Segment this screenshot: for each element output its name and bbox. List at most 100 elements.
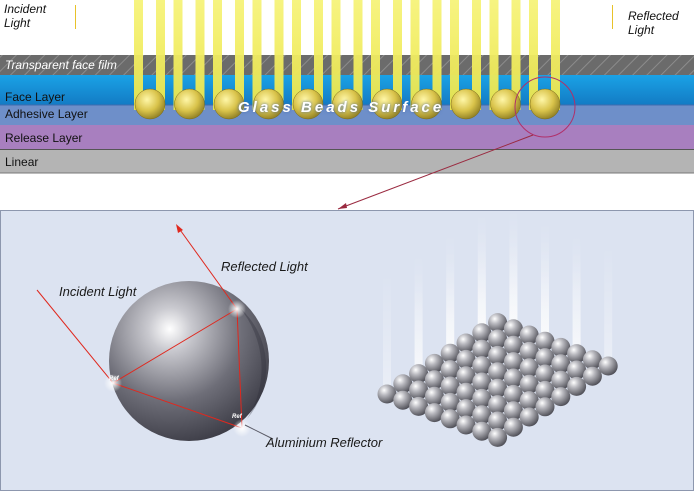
small-bead [472, 372, 492, 392]
beam-left [331, 0, 341, 110]
beam-left [213, 0, 222, 110]
glass-bead [371, 88, 403, 120]
small-bead [503, 384, 523, 404]
glass-bead [253, 88, 284, 120]
incident-light-marker [75, 5, 76, 29]
beam-left [292, 0, 301, 110]
glow-column [604, 246, 613, 364]
beam-right [274, 0, 284, 110]
glass-bead [292, 88, 324, 120]
small-bead [472, 421, 492, 441]
zoom-arrow [337, 134, 534, 210]
beam-right [472, 0, 481, 110]
reflected-light-marker [612, 5, 613, 29]
beam-left [173, 0, 183, 110]
small-bead [535, 380, 555, 400]
small-bead [519, 325, 539, 345]
small-bead [424, 370, 444, 390]
beam-left [489, 0, 499, 110]
linear-layer [0, 150, 694, 173]
small-bead [535, 397, 555, 417]
small-bead [582, 366, 602, 386]
small-bead [456, 349, 476, 369]
small-bead [551, 337, 571, 357]
beam-right [393, 0, 402, 110]
linear-layer-label: Linear [5, 155, 39, 169]
beam-right [353, 0, 363, 110]
detail-illustration [36, 208, 618, 447]
small-bead [393, 390, 413, 410]
glass-bead [213, 88, 245, 120]
sphere-shadow-crescent [239, 307, 267, 419]
beam-left [371, 0, 380, 110]
small-bead [424, 353, 444, 373]
beam-right [195, 0, 205, 110]
small-bead [456, 415, 476, 435]
beam-left [134, 0, 143, 110]
beam-left [450, 0, 459, 110]
aluminium-reflector-label: Aluminium Reflector [266, 435, 383, 450]
small-bead [409, 396, 429, 416]
small-bead [519, 407, 539, 427]
layer-stack [0, 0, 694, 210]
glass-bead [450, 88, 482, 120]
small-bead [535, 364, 555, 384]
ref-tag-bottom: Ref [232, 414, 242, 420]
small-bead [503, 368, 523, 388]
small-bead [503, 401, 523, 421]
small-bead [535, 348, 555, 368]
small-bead [519, 374, 539, 394]
zoom-circle [514, 76, 576, 138]
beam-left [529, 0, 538, 110]
detail-incident-light-label: Incident Light [59, 284, 137, 299]
release-layer [0, 125, 694, 149]
small-bead [567, 376, 587, 396]
detail-reflected-light-label: Reflected Light [221, 259, 308, 274]
small-bead [440, 409, 460, 429]
small-bead [456, 366, 476, 386]
small-bead [488, 395, 508, 415]
small-bead [598, 356, 618, 376]
small-bead [456, 333, 476, 353]
small-bead [503, 335, 523, 355]
glow-column [414, 286, 423, 405]
small-bead [377, 384, 397, 404]
small-bead [456, 399, 476, 419]
small-bead [551, 370, 571, 390]
light-rays [36, 226, 243, 429]
small-bead [409, 364, 429, 384]
beam-right [511, 0, 521, 110]
small-bead [472, 405, 492, 425]
small-bead [472, 323, 492, 343]
small-bead [440, 343, 460, 363]
small-bead [440, 392, 460, 412]
beam-right [551, 0, 560, 110]
glow-column [572, 266, 581, 385]
small-bead [440, 376, 460, 396]
face-layer-label: Face Layer [5, 90, 66, 104]
small-bead [582, 350, 602, 370]
small-bead [503, 319, 523, 339]
small-bead [567, 360, 587, 380]
ref-tag-left: Ref [109, 376, 119, 382]
small-bead [503, 352, 523, 372]
incident-light-label: Incident Light [4, 2, 47, 30]
beam-right [156, 0, 165, 110]
release-layer-label: Release Layer [5, 131, 83, 145]
reflector-leader [244, 424, 274, 440]
small-bead [393, 374, 413, 394]
small-bead [551, 387, 571, 407]
small-bead [424, 386, 444, 406]
glass-bead [411, 88, 442, 120]
small-bead [567, 344, 587, 364]
small-bead [551, 354, 571, 374]
beam-right [235, 0, 244, 110]
small-bead [519, 391, 539, 411]
small-bead [472, 356, 492, 376]
glass-bead [490, 88, 521, 120]
light-beams [134, 0, 560, 110]
small-bead [488, 362, 508, 382]
glow-column [383, 274, 391, 392]
small-bead [488, 345, 508, 365]
reflected-arrowhead [176, 224, 183, 233]
